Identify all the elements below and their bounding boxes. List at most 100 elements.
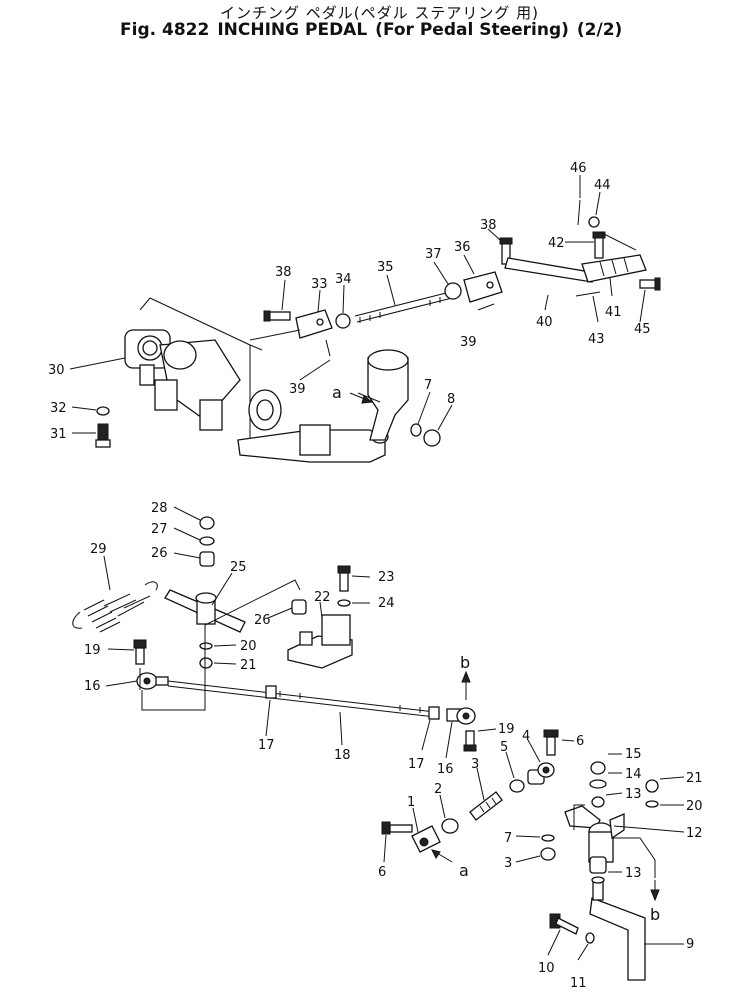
callout-10: 10 <box>538 961 555 976</box>
nut-3 <box>540 847 556 861</box>
callout-7-upper: 7 <box>424 378 432 393</box>
nut-34 <box>335 313 351 329</box>
bracket-22 <box>287 614 353 669</box>
callout-38-left: 38 <box>275 265 292 280</box>
nut-21-left <box>199 657 213 669</box>
callout-42: 42 <box>548 236 565 251</box>
pin-42 <box>592 231 606 259</box>
rod-end-1 <box>411 825 441 853</box>
bolt-31 <box>95 423 111 448</box>
washer-24 <box>337 599 351 607</box>
rod-end-4 <box>527 762 555 785</box>
callout-17-right: 17 <box>408 757 425 772</box>
callout-39-left: 39 <box>289 382 306 397</box>
callout-6-right: 6 <box>576 734 584 749</box>
nut-28 <box>199 516 215 530</box>
callout-39-right: 39 <box>460 335 477 350</box>
callout-45: 45 <box>634 322 651 337</box>
callout-23: 23 <box>378 570 395 585</box>
washer-14 <box>589 779 607 789</box>
clevis-36 <box>463 271 503 303</box>
callout-41: 41 <box>605 305 622 320</box>
washer-27 <box>199 536 215 546</box>
callout-26-right: 26 <box>254 613 271 628</box>
nut-17-left <box>265 685 277 699</box>
nut-37 <box>444 282 462 300</box>
callout-5: 5 <box>500 740 508 755</box>
figure-title-sub: (For Pedal Steering) <box>375 20 569 40</box>
callout-35: 35 <box>377 260 394 275</box>
nut-21-right <box>645 779 659 793</box>
ref-label-b-lower: b <box>650 905 660 924</box>
ref-label-b-upper: b <box>460 653 470 672</box>
rod-18 <box>167 680 436 718</box>
callout-25: 25 <box>230 560 247 575</box>
cotter-pin-43 <box>575 291 601 297</box>
figure-number: Fig. 4822 <box>120 20 210 40</box>
title-japanese: インチング ペダル(ペダル ステアリング 用) <box>220 4 540 22</box>
callout-19-right: 19 <box>498 722 515 737</box>
washer-7-upper <box>410 423 422 437</box>
bolt-3-threaded <box>469 791 503 821</box>
nut-5 <box>509 779 525 793</box>
link-40 <box>504 257 593 283</box>
bolt-38-left <box>263 310 291 322</box>
callout-2: 2 <box>434 782 442 797</box>
cotter-pin-39-left <box>325 339 331 357</box>
page-indicator: (2/2) <box>576 20 623 40</box>
washer-32 <box>96 406 110 416</box>
bolt-6-left <box>381 821 413 835</box>
nut-15 <box>590 761 606 775</box>
clevis-33 <box>295 309 333 339</box>
callout-30: 30 <box>48 363 65 378</box>
bushing-13-lower <box>589 856 607 874</box>
pedal-arm <box>367 349 409 441</box>
callout-3-upper: 3 <box>471 757 479 772</box>
callout-13-upper: 13 <box>625 787 642 802</box>
callout-37: 37 <box>425 247 442 262</box>
bolt-6-right <box>543 729 559 756</box>
bolt-23 <box>337 565 351 592</box>
nut-8 <box>423 429 441 447</box>
cotter-pin-39-right <box>477 303 495 311</box>
washer-44 <box>588 216 600 228</box>
callout-16-right: 16 <box>437 762 454 777</box>
ref-label-a-lower: a <box>459 861 469 880</box>
washer-20-right <box>645 800 659 808</box>
callout-44: 44 <box>594 178 611 193</box>
lever-25 <box>164 589 246 633</box>
washer-11 <box>585 932 595 944</box>
callout-9: 9 <box>686 937 694 952</box>
callout-4: 4 <box>522 729 530 744</box>
spring-29 <box>72 581 158 633</box>
washer-13-upper <box>591 796 605 808</box>
callout-38-right: 38 <box>480 218 497 233</box>
callout-8: 8 <box>447 392 455 407</box>
callout-32: 32 <box>50 401 67 416</box>
cotter-pin-46 <box>577 199 581 226</box>
ref-arrow-b-upper <box>461 670 471 700</box>
ref-label-a-upper: a <box>332 383 342 402</box>
ref-arrow-a-upper <box>349 392 374 404</box>
rod-35 <box>354 291 453 323</box>
callout-16-left: 16 <box>84 679 101 694</box>
callout-40: 40 <box>536 315 553 330</box>
callout-34: 34 <box>335 272 352 287</box>
pin-45 <box>639 277 661 291</box>
ref-arrow-a-lower <box>431 849 453 863</box>
callout-24: 24 <box>378 596 395 611</box>
callout-20-left: 20 <box>240 639 257 654</box>
collar-26-right <box>291 599 307 615</box>
upper-leader-lines <box>69 175 646 434</box>
washer-7-lower <box>541 834 555 842</box>
callout-6-left: 6 <box>378 865 386 880</box>
callout-15: 15 <box>625 747 642 762</box>
ref-arrow-b-lower <box>650 880 660 902</box>
lower-right-leader-lines <box>383 739 685 961</box>
callout-17-left: 17 <box>258 738 275 753</box>
nut-2 <box>441 818 459 834</box>
callout-21-right: 21 <box>686 771 703 786</box>
washer-20-left <box>199 642 213 650</box>
lower-left-leader-lines <box>103 506 497 759</box>
pedal-bracket <box>154 339 241 431</box>
